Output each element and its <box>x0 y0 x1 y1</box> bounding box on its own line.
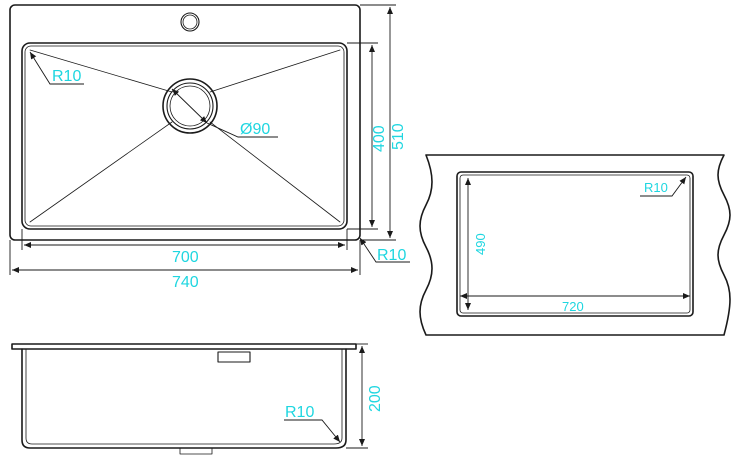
tap-hole <box>180 12 200 32</box>
side-bowl-inner <box>25 348 343 445</box>
cutout-width-label: 720 <box>562 299 584 314</box>
cutout-radius-label: R10 <box>644 180 668 195</box>
drain-stub <box>179 447 213 455</box>
drain-diameter-label: Ø90 <box>240 121 270 138</box>
cutout-view: R10 490 720 <box>419 154 731 336</box>
outer-radius-label: R10 <box>377 247 406 264</box>
side-bowl <box>21 348 347 449</box>
inner-bowl <box>21 42 348 230</box>
height-inner-label: 400 <box>371 125 388 152</box>
side-depth-label: 200 <box>367 385 384 412</box>
cutout-rect-inner <box>459 174 691 314</box>
outer-flange <box>9 4 361 241</box>
drain-leader <box>206 122 278 138</box>
width-outer-label: 740 <box>172 274 199 291</box>
outer-radius-leader <box>359 237 410 263</box>
drain-inner <box>169 85 211 127</box>
drain-ring <box>166 82 214 130</box>
height-outer-label: 510 <box>390 123 407 150</box>
cutout-height-label: 490 <box>473 233 488 255</box>
inner-radius-label: R10 <box>52 68 81 85</box>
drain-diameter-line <box>171 88 208 124</box>
cutout-rect <box>456 171 694 317</box>
top-view: Ø90 R10 R10 700 740 400 510 <box>9 4 410 291</box>
side-radius-leader <box>284 419 341 443</box>
cutout-radius-leader <box>640 176 687 197</box>
side-radius-label: R10 <box>285 404 314 421</box>
slope-lines <box>29 49 341 223</box>
side-flange <box>11 343 357 350</box>
countertop-outline <box>419 154 731 336</box>
tap-hole-inner <box>182 14 198 30</box>
inner-radius-leader <box>29 51 84 85</box>
overflow-slot <box>217 351 251 363</box>
drain-outer <box>162 78 218 134</box>
inner-bowl-edge <box>24 45 345 227</box>
width-inner-label: 700 <box>172 249 199 266</box>
side-view: R10 200 <box>11 343 384 455</box>
